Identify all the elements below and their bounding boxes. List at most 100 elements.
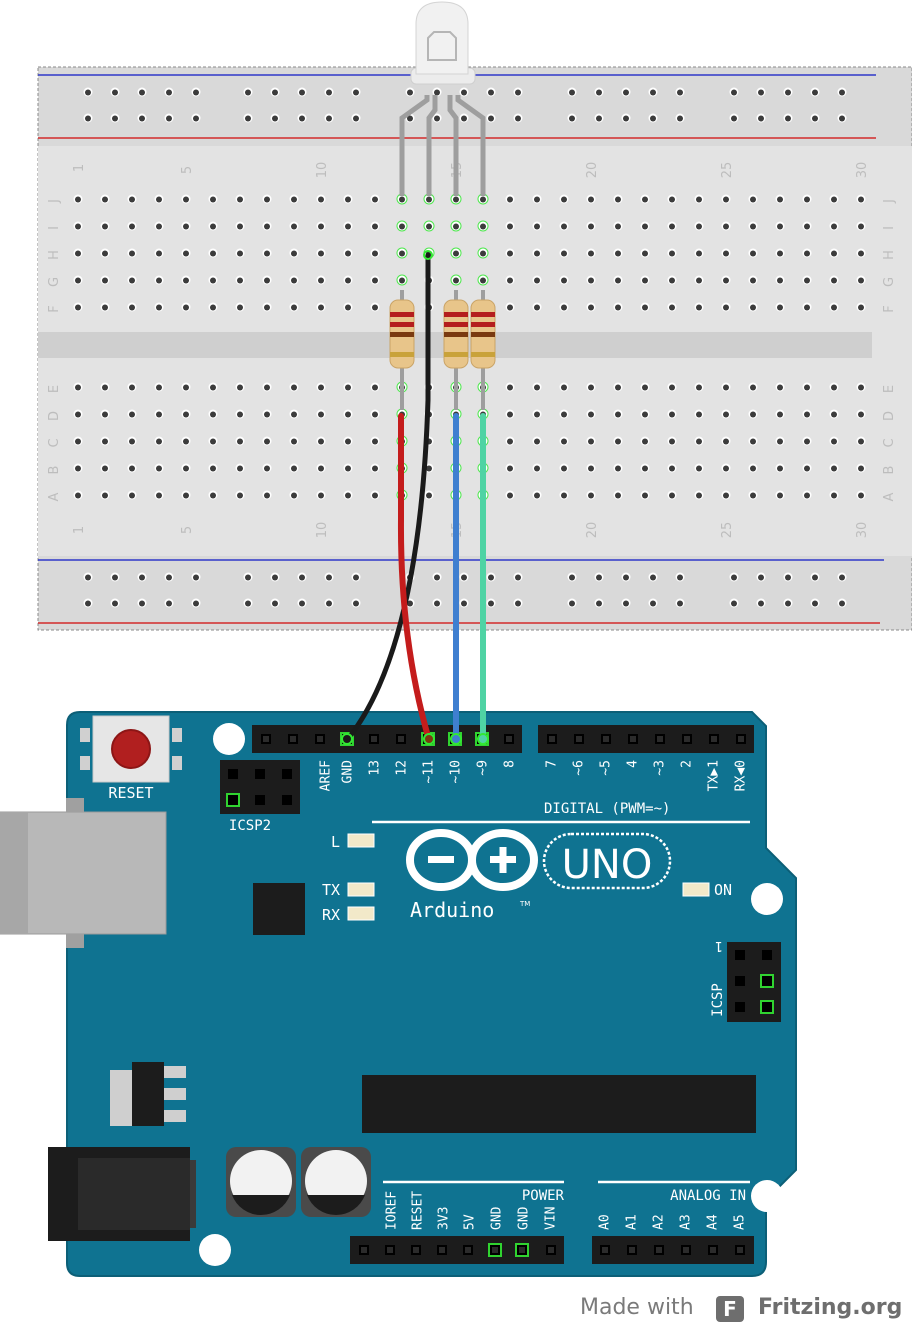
pin-label-reset: RESET [411,1191,426,1230]
wire-end-highlight [477,733,489,745]
header-hole-inner [371,736,377,742]
hole [858,223,864,230]
hole [129,492,135,499]
resistor-band [444,322,468,327]
row-letter: E [47,385,62,393]
hole [453,223,459,230]
usb-connector-shade [0,812,28,934]
rail-hole [461,89,467,96]
hole [534,438,540,445]
uno-text: UNO [562,842,653,888]
header-hole [255,769,265,779]
hole [669,223,675,230]
rail-hole [193,574,199,581]
hole [102,438,108,445]
row-letter: F [882,305,897,312]
hole [831,384,837,391]
header-hole [282,795,292,805]
row-letter: F [47,305,62,312]
hole [804,196,810,203]
header-hole-inner [263,736,269,742]
hole [237,304,243,311]
hole [291,411,297,418]
pin-label-7: 7 [545,760,560,768]
pin-label-aref: AREF [319,760,334,791]
hole [507,492,513,499]
capacitor-polarity [307,1195,365,1216]
analog-pin-labels: A0 A1 A2 A3 A4 A5 [598,1214,748,1230]
row-letter: E [882,385,897,393]
hole [858,277,864,284]
hole [561,411,567,418]
row-letters-left-bottom: E D C B A [47,385,62,502]
usb-chip [253,883,305,935]
hole [183,304,189,311]
col-number: 30 [855,162,870,179]
regulator-pin [164,1088,186,1100]
hole [210,438,216,445]
hole [399,223,405,230]
hole [102,223,108,230]
hole [507,465,513,472]
hole [750,492,756,499]
hole [480,196,486,203]
hole [777,465,783,472]
rail-hole [461,574,467,581]
hole [534,304,540,311]
header-hole [282,769,292,779]
row-letter: C [47,438,62,447]
hole [291,304,297,311]
hole [696,223,702,230]
hole [102,304,108,311]
rail-hole [839,574,845,581]
rail-hole [434,600,440,607]
hole [183,438,189,445]
hole [696,277,702,284]
led-on [682,882,710,897]
reset-button[interactable] [111,729,151,769]
hole [561,384,567,391]
row-letter: A [882,492,897,501]
header-hole-inner [684,736,690,742]
fritzing-brand[interactable]: Fritzing.org [758,1295,903,1320]
row-letter: J [47,199,62,204]
power-header [350,1236,564,1264]
rail-hole [623,115,629,122]
hole [696,492,702,499]
hole [372,465,378,472]
col-number: 20 [585,522,600,539]
hole [831,277,837,284]
made-with-text: Made with [580,1295,694,1320]
hole [129,196,135,203]
analog-label: ANALOG IN [670,1188,746,1204]
rail-hole [326,574,332,581]
hole [669,411,675,418]
rail-hole [112,89,118,96]
hole [237,223,243,230]
rail-hole [812,600,818,607]
rail-hole [326,89,332,96]
header-hole-inner [629,1247,635,1253]
power-jack-lip [190,1160,196,1228]
hole [453,277,459,284]
hole [102,411,108,418]
hole [804,384,810,391]
led-die [427,31,457,61]
rail-hole [731,115,737,122]
pin-label-a2: A2 [652,1214,667,1230]
hole [75,223,81,230]
row-letter: G [882,277,897,287]
rail-hole [650,89,656,96]
header-hole-inner [548,1247,554,1253]
hole [588,223,594,230]
rail-hole [488,115,494,122]
analog-header [592,1236,754,1264]
row-letter: H [882,250,897,260]
hole [237,250,243,257]
hole [588,384,594,391]
header-hole-inner [361,1247,367,1253]
rail-hole [785,574,791,581]
hole [210,465,216,472]
regulator-tab [110,1070,132,1126]
